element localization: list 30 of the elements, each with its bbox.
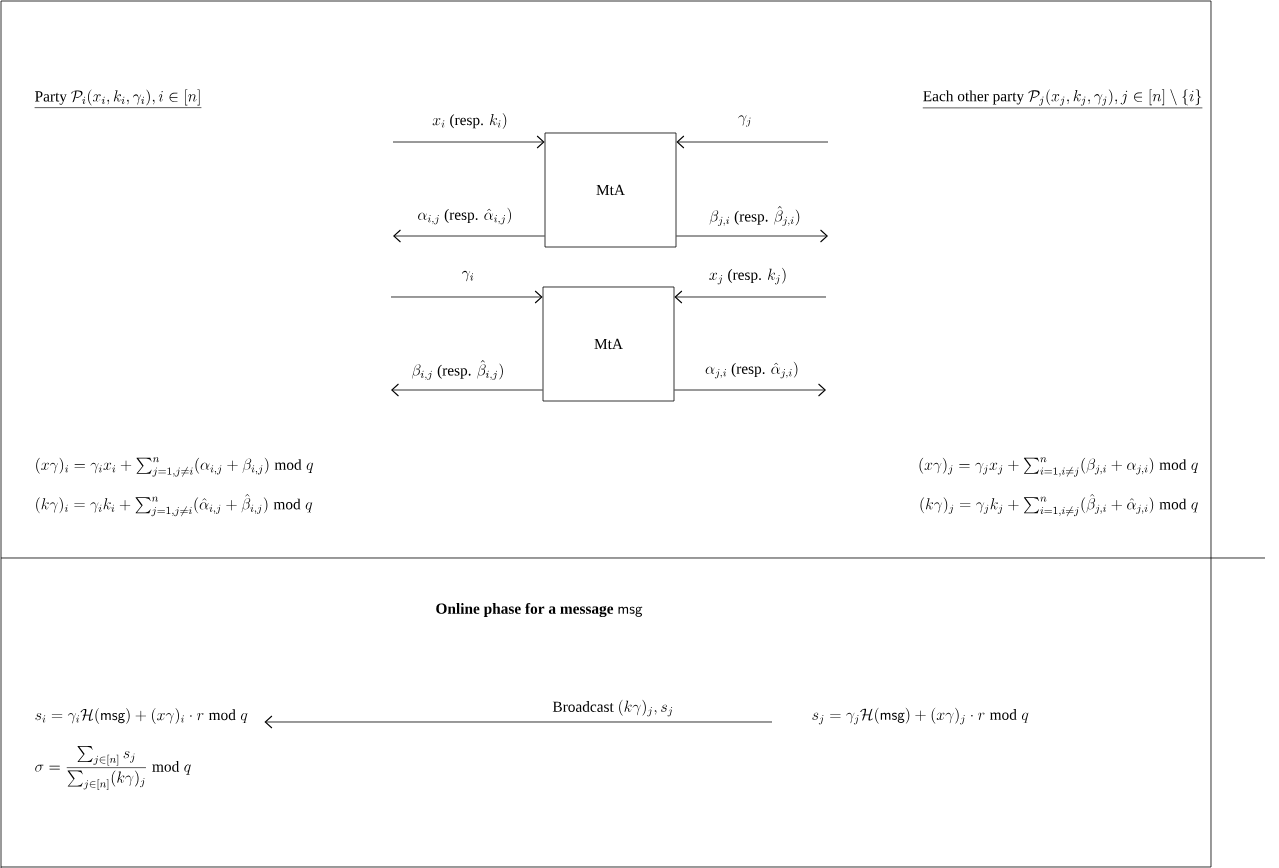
mta-box: MtA (542, 286, 675, 402)
formula: $(x\gamma)_i = \gamma_i x_i + \sum\nolimits_{j=1, j \neq i}^{n} (\alpha_{i,j} + \beta_{i,j}) \bmod q$ (36, 457, 314, 477)
arrow (674, 383, 826, 397)
edge-label: $x_j \mbox{ (resp. } k_j)$ (709, 267, 786, 285)
formula: $(k\gamma)_j = \gamma_j k_j + \sum\nolimits_{i=1, i \neq j}^{n} (\hat{\beta}_{j,i} + \hat{\alpha}_{j,i}) \bmod q$ (920, 493, 1198, 517)
formula: $s_i = \gamma_i \mathcal{H}(\mathsf{msg}) + (x\gamma)_i \cdot r \bmod q$ (35, 708, 248, 724)
formula: $(k\gamma)_i = \gamma_i k_i + \sum\nolimits_{j=1, j \neq i}^{n} (\hat{\alpha}_{i,j} + \hat{\beta}_{i,j}) \bmod q$ (36, 493, 313, 517)
arrow (676, 229, 828, 243)
arrow (390, 290, 543, 304)
edge-label: $\mbox{Broadcast } (k\gamma)_j, s_j$ (552, 699, 673, 717)
heading: $\mbox{Party } \mathcal{P}_i(x_i, k_i, \gamma_i), i \in [n]$ (34, 89, 202, 108)
arrow (393, 229, 545, 243)
arrow (392, 135, 545, 149)
edge-label: $x_i \mbox{ (resp. } k_i)$ (432, 113, 507, 129)
arrow (676, 135, 829, 149)
mta-box: MtA (544, 132, 677, 248)
heading: $\mbox{Each other party } \mathcal{P}_j(x_j, k_j, \gamma_j), j \in [n] \setminus \{i\}$ (922, 89, 1203, 109)
edge-label: $\alpha_{j,i} \mbox{ (resp. } \hat{\alpha}_{j,i})$ (705, 361, 798, 379)
arrow (391, 383, 543, 397)
edge-label: $\beta_{j,i} \mbox{ (resp. } \hat{\beta}_{j,i})$ (709, 206, 800, 226)
arrow (264, 715, 773, 729)
edge-label: $\gamma_j$ (738, 115, 751, 127)
edge-label: $\alpha_{i,j} \mbox{ (resp. } \hat{\alpha}_{i,j})$ (418, 207, 512, 225)
arrow (674, 290, 827, 304)
edge-label: $\beta_{i,j} \mbox{ (resp. } \hat{\beta}_{i,j})$ (412, 360, 503, 380)
formula: $(x\gamma)_j = \gamma_j x_j + \sum\nolimits_{i=1, i \neq j}^{n} (\beta_{j,i} + \alpha_{j,i}) \bmod q$ (919, 457, 1198, 477)
edge-label: $\gamma_i$ (462, 270, 474, 282)
formula: $\sigma = \dfrac{\sum\nolimits_{j \in [n]} s_j}{\sum\nolimits_{j \in [n]} (k\gamma)_j} \bmod q$ (35, 746, 191, 790)
section-heading: $\mbox{\bfseries Online phase for a message } \mathsf{msg}$ (436, 602, 643, 618)
formula: $s_j = \gamma_j \mathcal{H}(\mathsf{msg}) + (x\gamma)_j \cdot r \bmod q$ (812, 707, 1029, 725)
